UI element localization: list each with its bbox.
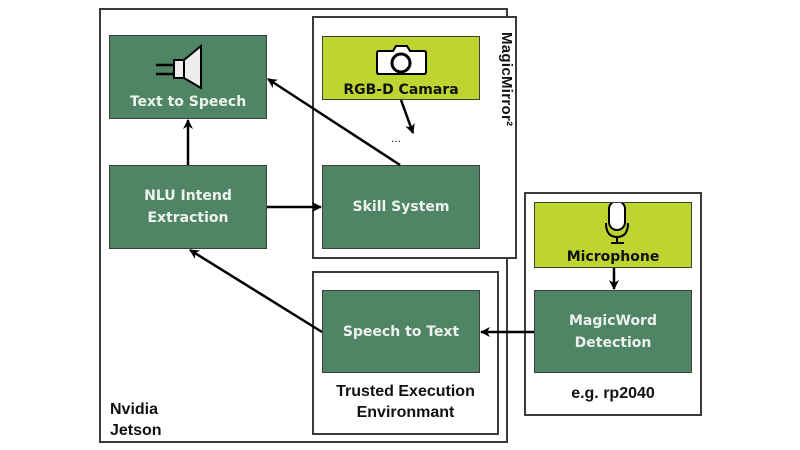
- microphone-label: Microphone: [566, 249, 660, 265]
- skill-system-label: Skill System: [352, 199, 450, 215]
- nvidia-jetson-label-line1: Nvidia: [110, 401, 159, 418]
- tee-label-line2: Environmant: [356, 404, 455, 421]
- magicword-label-line2: Detection: [574, 334, 652, 351]
- trusted-execution-environment-label: Trusted Execution Environmant: [312, 381, 499, 423]
- speaker-icon: [156, 43, 202, 90]
- rp2040-container: [524, 192, 702, 416]
- nlu-label-line1: NLU Intend: [144, 188, 232, 204]
- magicword-label-line1: MagicWord: [569, 312, 657, 329]
- text-to-speech-node[interactable]: Text to Speech: [109, 35, 267, 119]
- nlu-intent-extraction-node[interactable]: NLU Intend Extraction: [109, 165, 267, 249]
- ellipsis-more-sensors: ...: [391, 131, 402, 145]
- nvidia-jetson-label: Nvidia Jetson: [110, 399, 162, 441]
- microphone-icon: [605, 203, 629, 244]
- tee-label-line1: Trusted Execution: [336, 383, 475, 400]
- nvidia-jetson-label-line2: Jetson: [110, 422, 162, 439]
- microphone-node[interactable]: Microphone: [534, 202, 692, 268]
- trusted-execution-environment-container: [312, 271, 499, 435]
- magicmirror-label: MagicMirror²: [498, 32, 515, 127]
- text-to-speech-label: Text to Speech: [129, 94, 247, 110]
- speech-to-text-label: Speech to Text: [342, 323, 460, 340]
- rgbd-camera-label: RGB-D Camara: [343, 82, 459, 98]
- rgbd-camera-node[interactable]: RGB-D Camara: [322, 36, 480, 100]
- camera-icon: [376, 45, 427, 75]
- nlu-label-line2: Extraction: [147, 210, 229, 226]
- rp2040-label: e.g. rp2040: [571, 385, 655, 402]
- magicword-detection-node[interactable]: MagicWord Detection: [534, 290, 692, 373]
- speech-to-text-node[interactable]: Speech to Text: [322, 290, 480, 373]
- skill-system-node[interactable]: Skill System: [322, 165, 480, 249]
